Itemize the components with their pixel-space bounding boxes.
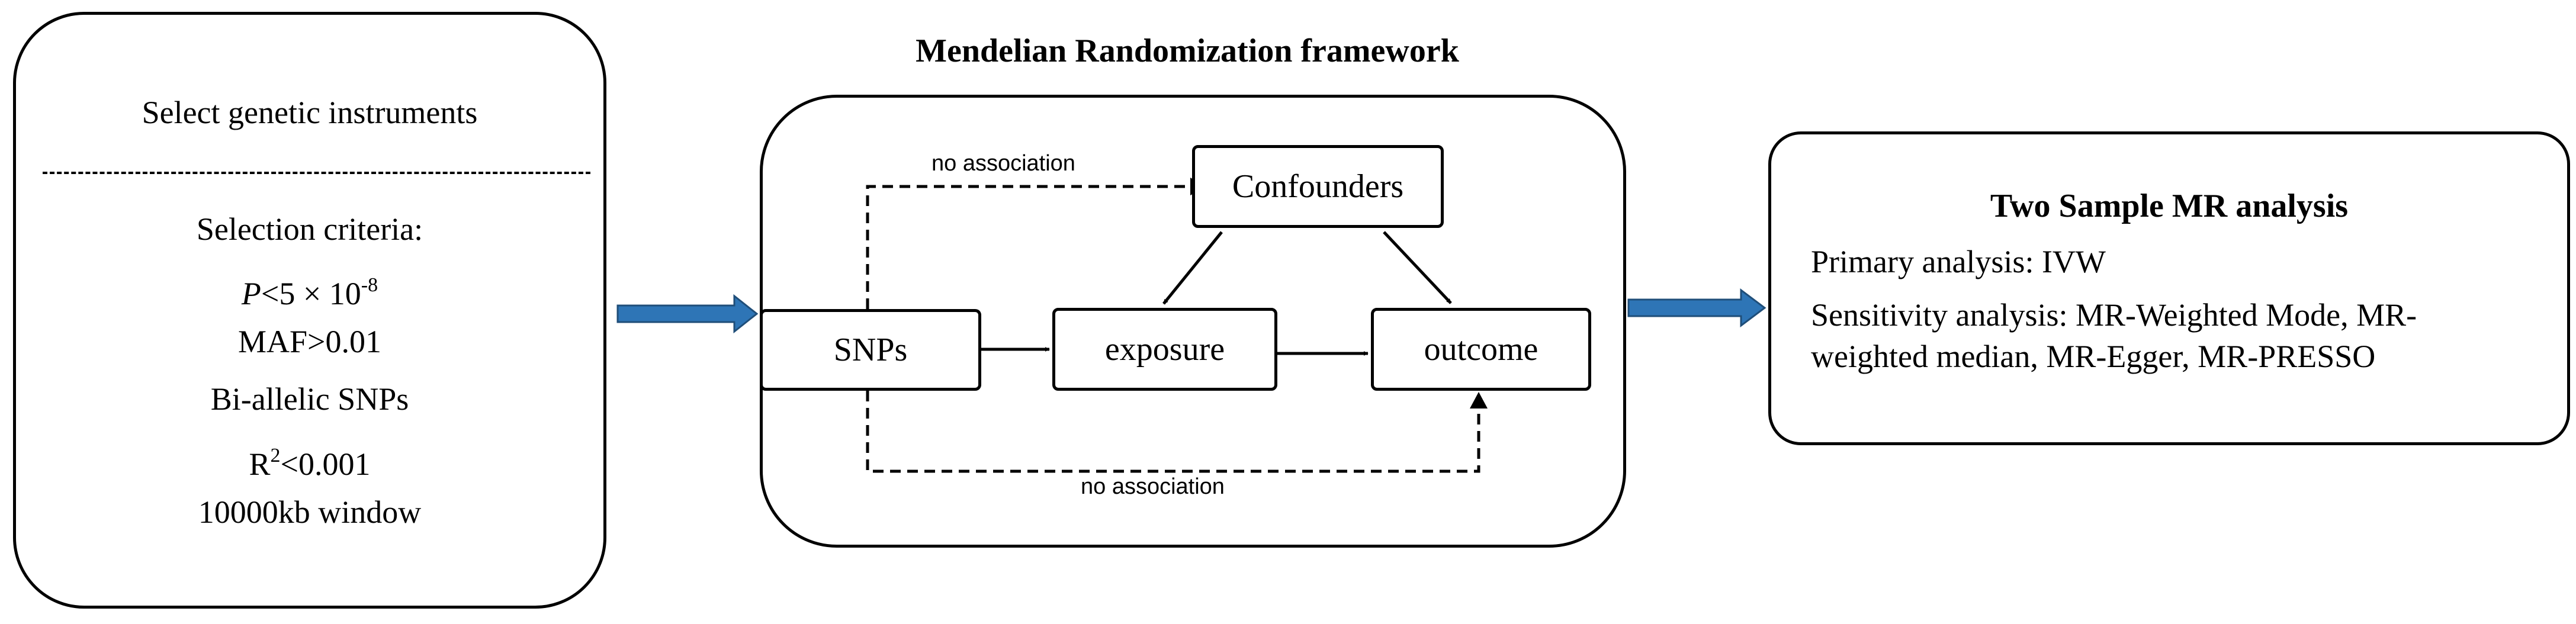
flow-arrow-left [616,294,759,334]
primary-analysis: Primary analysis: IVW [1811,244,2106,279]
edge-snps-confounders [866,185,1189,309]
criterion-p-value: P<5 × 10-8 [13,266,606,313]
criterion-maf: MAF>0.01 [238,324,381,359]
arrowhead-snps-outcome [1470,392,1488,409]
node-confounders-label: Confounders [1232,168,1404,205]
node-exposure: exposure [1052,308,1277,391]
node-confounders: Confounders [1192,145,1444,228]
r2-exponent: 2 [270,445,281,467]
sensitivity-analysis-line-2: weighted median, MR-Egger, MR-PRESSO [1811,339,2376,374]
flow-arrow-right [1627,288,1766,327]
node-snps: SNPs [760,309,981,391]
node-outcome: outcome [1371,308,1591,391]
edge-confounders-exposure [1162,231,1223,305]
criterion-biallelic: Bi-allelic SNPs [210,381,409,417]
edge-label-snps-outcome: no association [1081,474,1225,499]
criterion-window: 10000kb window [198,494,422,530]
node-outcome-label: outcome [1424,331,1538,368]
p-symbol: P [241,276,261,311]
p-threshold-base: <5 × 10 [261,276,361,311]
edge-snps-outcome [866,391,1480,473]
edge-confounders-outcome [1383,231,1452,304]
framework-title: Mendelian Randomization framework [916,33,1459,69]
sensitivity-analysis-line-1: Sensitivity analysis: MR-Weighted Mode, … [1811,297,2417,333]
r2-symbol: R [249,446,271,482]
edge-label-snps-confounders: no association [932,151,1075,176]
dashed-divider [43,172,590,174]
r2-threshold: <0.001 [280,446,371,482]
instrument-selection-panel [13,12,606,609]
criterion-r2: R2<0.001 [13,437,606,483]
p-threshold-exponent: -8 [361,274,378,296]
analysis-panel [1768,131,2570,445]
node-snps-label: SNPs [833,332,908,368]
analysis-title: Two Sample MR analysis [1990,188,2349,224]
node-exposure-label: exposure [1104,331,1225,368]
instrument-selection-title: Select genetic instruments [142,95,478,130]
criteria-heading: Selection criteria: [196,211,423,247]
